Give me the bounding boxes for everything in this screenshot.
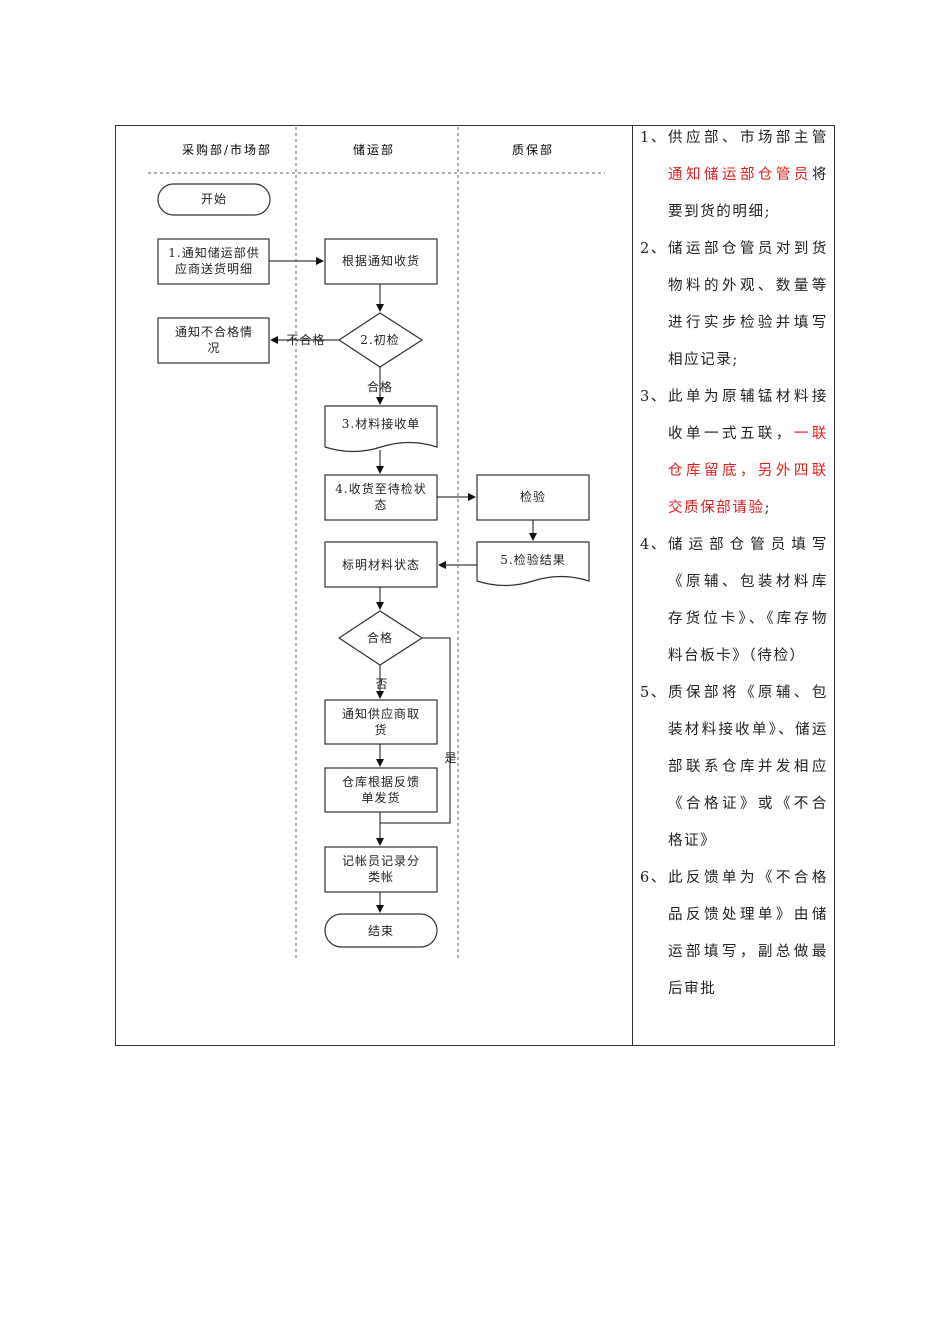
- note-4: 4、储运部仓管员填写《原辅、包装材料库存货位卡》、《库存物料台板卡》（待检）: [640, 527, 828, 675]
- warehouse-ship-box: [324, 767, 438, 813]
- notify-fail-label-2: 况: [207, 341, 220, 355]
- notify-storage-box: [157, 238, 270, 285]
- notify-supplier-box: [324, 699, 438, 745]
- notify-fail-box: [157, 317, 270, 364]
- pass-edge-label: 合格: [367, 379, 393, 394]
- note-1: 1、供应部、市场部主管通知储运部仓管员将要到货的明细;: [640, 120, 828, 231]
- note-3: 3、此单为原辅锰材料接收单一式五联，一联仓库留底，另外四联交质保部请验;: [640, 379, 828, 527]
- column-divider: [632, 125, 633, 1046]
- receive-label: 根据通知收货: [342, 253, 420, 268]
- note-number: 2、: [640, 241, 667, 257]
- yes-edge-label: 是: [444, 751, 457, 765]
- note-text: 供应部、市场部主管: [668, 130, 828, 146]
- receipt-doc-label: 3.材料接收单: [342, 416, 420, 431]
- bookkeeper-label-1: 记帐员记录分: [342, 853, 420, 868]
- result-doc-shape: [476, 541, 590, 587]
- lane-quality: 质保部: [512, 142, 554, 157]
- note-text: 此反馈单为《不合格品反馈处理单》由储运部填写，副总做最后审批: [668, 870, 828, 997]
- start-node: [157, 183, 271, 216]
- notify-fail-label-1: 通知不合格情: [175, 324, 253, 339]
- note-number: 4、: [640, 537, 667, 553]
- notify-storage-label-2: 应商送货明细: [175, 261, 253, 276]
- note-highlight: 一联仓库留底，另外四联交质保部请验: [668, 426, 829, 516]
- qualified-label: 合格: [367, 630, 393, 645]
- pending-label-2: 态: [374, 498, 387, 512]
- notify-storage-label-1: 1.通知储运部供: [168, 245, 259, 260]
- warehouse-ship-label-1: 仓库根据反馈: [342, 774, 420, 789]
- mark-status-box: [324, 541, 438, 588]
- lane-purchase: 采购部/市场部: [182, 142, 272, 157]
- note-highlight: 通知储运部仓管员: [668, 167, 812, 183]
- note-text: 储运部仓管员对到货物料的外观、数量等进行实步检验并填写相应记录;: [668, 241, 828, 368]
- inspect-label: 检验: [520, 489, 546, 504]
- notify-supplier-label-2: 货: [374, 722, 387, 737]
- note-number: 6、: [640, 870, 667, 886]
- arrow-decision-yes: [380, 637, 451, 824]
- note-2: 2、储运部仓管员对到货物料的外观、数量等进行实步检验并填写相应记录;: [640, 231, 828, 379]
- note-text-tail: ;: [764, 500, 772, 516]
- pending-box: [324, 474, 438, 521]
- note-5: 5、质保部将《原辅、包装材料接收单》、储运部联系仓库并发相应《合格证》或《不合格…: [640, 675, 828, 860]
- fail-edge-label: 不合格: [286, 332, 325, 347]
- note-6: 6、此反馈单为《不合格品反馈处理单》由储运部填写，副总做最后审批: [640, 860, 828, 1008]
- pending-label-1: 4.收货至待检状: [335, 481, 426, 496]
- start-label: 开始: [201, 192, 227, 206]
- note-number: 1、: [640, 130, 667, 146]
- first-check-label: 2.初检: [360, 332, 399, 347]
- end-label: 结束: [368, 924, 394, 938]
- bookkeeper-box: [324, 846, 438, 893]
- note-text-tail: 将要到货的明细;: [668, 167, 828, 220]
- end-node: [324, 913, 438, 948]
- receive-box: [324, 238, 438, 285]
- mark-status-label: 标明材料状态: [342, 558, 420, 572]
- no-edge-label: 否: [375, 677, 388, 691]
- result-doc-label: 5.检验结果: [500, 552, 565, 567]
- table-frame: [115, 125, 835, 1046]
- note-number: 5、: [640, 685, 667, 701]
- bookkeeper-label-2: 类帐: [368, 869, 394, 884]
- note-text: 质保部将《原辅、包装材料接收单》、储运部联系仓库并发相应《合格证》或《不合格证》: [668, 685, 828, 849]
- note-text: 储运部仓管员填写《原辅、包装材料库存货位卡》、《库存物料台板卡》（待检）: [668, 537, 828, 664]
- note-text: 此单为原辅锰材料接收单一式五联，: [668, 389, 828, 442]
- note-number: 3、: [640, 389, 667, 405]
- receipt-doc-shape: [324, 405, 438, 453]
- notify-supplier-label-1: 通知供应商取: [342, 706, 420, 721]
- notes-column: 1、供应部、市场部主管通知储运部仓管员将要到货的明细; 2、储运部仓管员对到货物…: [640, 120, 828, 1008]
- warehouse-ship-label-2: 单发货: [361, 790, 400, 805]
- lane-storage: 储运部: [353, 142, 395, 157]
